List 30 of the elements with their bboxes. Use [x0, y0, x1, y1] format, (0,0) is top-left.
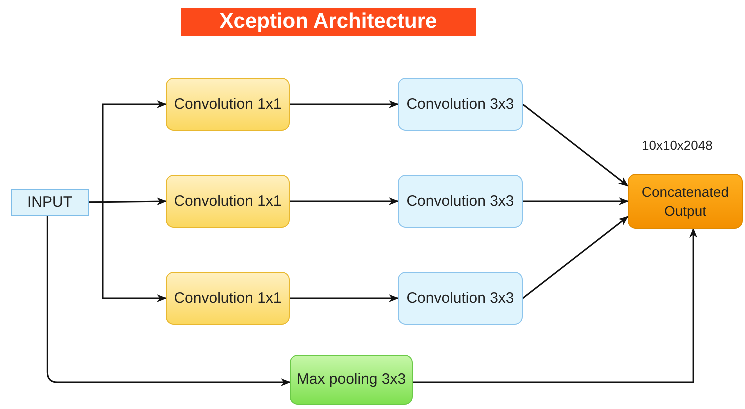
arrow	[46, 216, 291, 386]
node-text: Convolution 1x1	[173, 288, 283, 308]
node-text: Convolution 1x1	[173, 94, 283, 114]
process-box	[166, 272, 290, 325]
arrow	[523, 198, 629, 206]
arrow	[290, 294, 399, 302]
process-box	[398, 272, 523, 325]
dimension-label: 10x10x2048	[642, 138, 713, 153]
arrow	[522, 104, 629, 187]
node-text: Convolution 3x3	[406, 288, 516, 308]
process-box	[398, 175, 523, 228]
arrow	[413, 228, 698, 384]
process-box	[166, 175, 290, 228]
arrow	[290, 100, 399, 108]
process-box	[398, 78, 523, 131]
process-box	[290, 355, 413, 405]
node-text: Max pooling 3x3	[296, 370, 408, 390]
process-box	[628, 174, 743, 229]
node-text: INPUT	[26, 192, 74, 212]
node-text: Concatenated Output	[640, 183, 730, 220]
node-text: Convolution 1x1	[173, 192, 283, 212]
process-box	[166, 78, 290, 131]
title-banner: Xception Architecture	[181, 8, 476, 36]
arrow	[290, 198, 399, 206]
node-text: Convolution 3x3	[406, 94, 516, 114]
arrow	[522, 216, 629, 300]
arrow	[88, 198, 167, 206]
node-text: Convolution 3x3	[406, 192, 516, 212]
input-box	[11, 189, 89, 216]
arrow	[89, 202, 167, 302]
